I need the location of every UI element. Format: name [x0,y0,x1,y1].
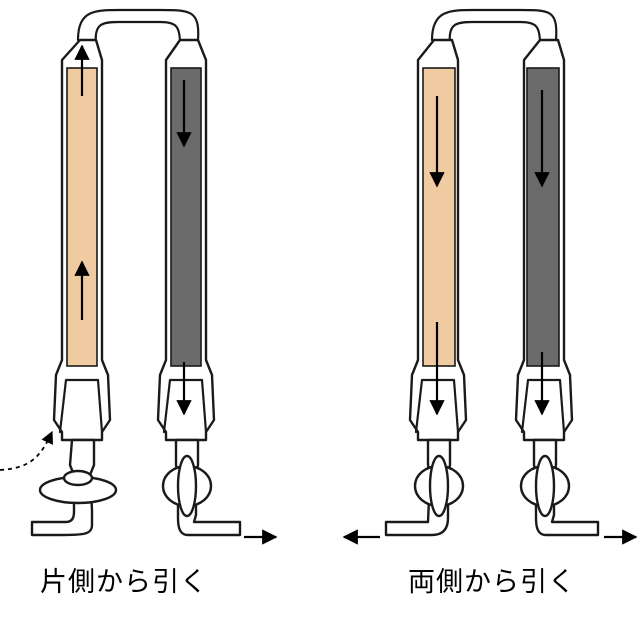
column-right-funnel [162,378,208,434]
column-left-funnel [414,378,460,434]
stopcock-left-key-center [62,469,94,487]
stopcock-right-key [534,454,556,518]
column-left-phase [422,67,456,367]
apparatus-one-side [0,8,278,545]
pump-inlet-arrow [0,430,53,471]
stopcock-right-key [176,454,198,518]
stopcock-left-key [428,454,450,518]
apparatus-both-sides [342,8,638,545]
stopcock-left-stem [30,438,96,537]
connecting-tube [76,8,200,46]
connecting-tube [430,8,558,46]
column-left-funnel [58,378,104,434]
column-right-phase [170,67,202,367]
column-right-funnel [520,378,566,434]
caption-one-side: 片側から引く [40,567,208,598]
column-left-phase [66,67,98,367]
caption-both-sides: 両側から引く [408,567,576,598]
